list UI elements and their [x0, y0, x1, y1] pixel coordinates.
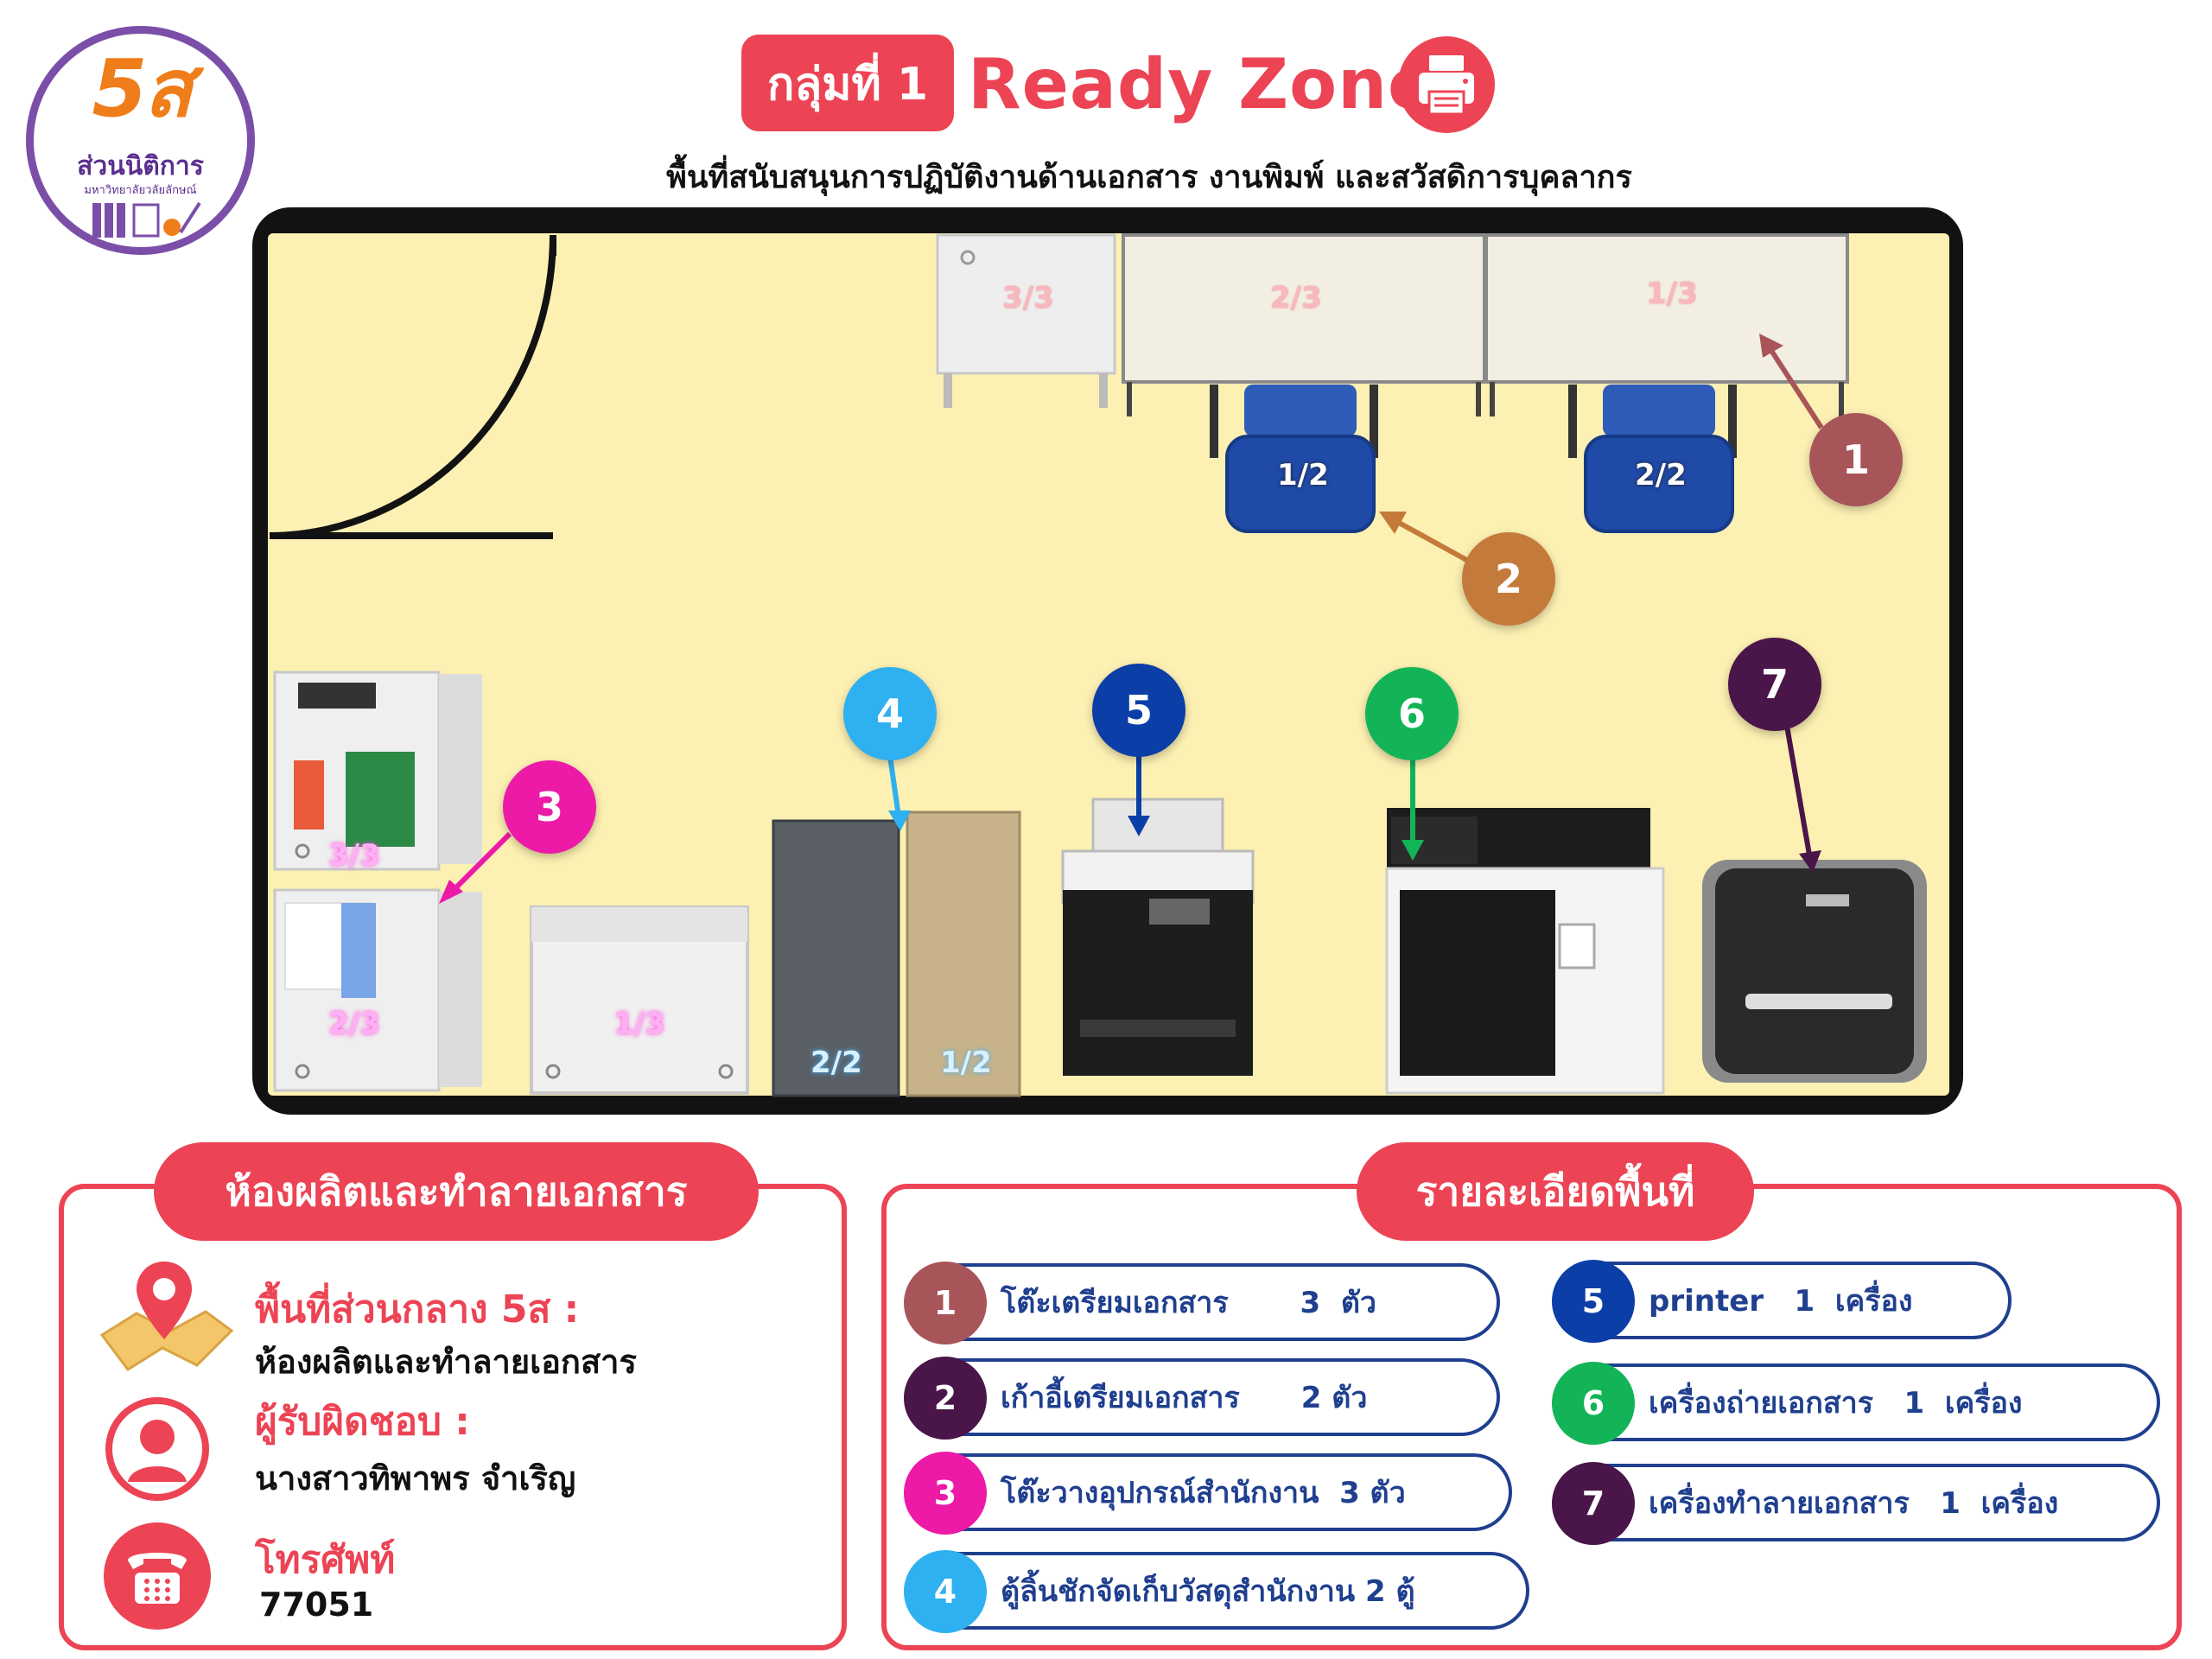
- logo-subtitle: มหาวิทยาลัยวลัยลักษณ์: [84, 184, 197, 197]
- chair-right-label: 2/2: [1635, 458, 1687, 493]
- telephone-icon: [104, 1522, 211, 1630]
- chair-left: [1210, 385, 1378, 533]
- wall-cabinet-bottom-label: 2/3: [328, 1007, 380, 1041]
- detail-item-text: ตู้ลิ้นชักจัดเก็บวัสดุสำนักงาน 2 ตู้: [1001, 1574, 1415, 1609]
- group-tag: กลุ่มที่ 1: [741, 35, 954, 131]
- drawer-unit-light: [906, 810, 1021, 1097]
- location-value: ห้องผลิตและทำลายเอกสาร: [255, 1343, 637, 1381]
- door-swing: [269, 234, 556, 539]
- detail-item: 7 เครื่องทำลายเอกสาร 1 เครื่อง: [1552, 1462, 2160, 1545]
- detail-item-number: 4: [904, 1550, 987, 1633]
- map-pin-icon: [99, 1262, 234, 1372]
- detail-item-number: 2: [904, 1357, 987, 1440]
- details-header: รายละเอียดพื้นที่: [1357, 1142, 1754, 1241]
- room-info-header: ห้องผลิตและทำลายเอกสาร: [154, 1142, 759, 1241]
- detail-item-number: 6: [1552, 1362, 1635, 1445]
- drawer-light-label: 1/2: [940, 1046, 992, 1080]
- detail-item: 4 ตู้ลิ้นชักจัดเก็บวัสดุสำนักงาน 2 ตู้: [904, 1550, 1529, 1633]
- detail-item: 3 โต๊ะวางอุปกรณ์สำนักงาน 3 ตัว: [904, 1452, 1512, 1535]
- desk-right: [1484, 233, 1849, 416]
- chair-left-label: 1/2: [1277, 458, 1329, 493]
- badge-6: 6: [1365, 667, 1459, 760]
- binders-icon: [92, 201, 201, 238]
- detail-item-text: โต๊ะเตรียมเอกสาร 3 ตัว: [1001, 1286, 1376, 1320]
- detail-item-text: printer 1 เครื่อง: [1649, 1284, 1913, 1319]
- phone-label: โทรศัพท์: [255, 1538, 396, 1582]
- box-cabinet: [530, 906, 749, 1095]
- chair-right: [1568, 385, 1737, 533]
- copier: [1385, 808, 1665, 1095]
- detail-item-text: เครื่องถ่ายเอกสาร 1 เครื่อง: [1649, 1386, 2023, 1421]
- zone-title: Ready Zone: [968, 43, 1436, 124]
- printer: [1061, 798, 1255, 1076]
- badge-4: 4: [843, 667, 937, 760]
- logo-name: ส่วนนิติการ: [77, 151, 204, 181]
- phone-value: 77051: [259, 1586, 374, 1624]
- top-cabinet: [936, 233, 1116, 408]
- detail-item-number: 7: [1552, 1462, 1635, 1545]
- owner-label: ผู้รับผิดชอบ :: [255, 1400, 470, 1444]
- detail-item-number: 1: [904, 1262, 987, 1344]
- zone-subtitle: พื้นที่สนับสนุนการปฏิบัติงานด้านเอกสาร ง…: [666, 160, 1632, 195]
- detail-item-text: เครื่องทำลายเอกสาร 1 เครื่อง: [1649, 1486, 2059, 1521]
- detail-item-text: โต๊ะวางอุปกรณ์สำนักงาน 3 ตัว: [1001, 1476, 1406, 1510]
- shredder: [1702, 860, 1927, 1083]
- desk-mid-label: 2/3: [1270, 281, 1322, 315]
- detail-item-number: 5: [1552, 1260, 1635, 1343]
- desk-right-label: 1/3: [1646, 276, 1698, 311]
- detail-item: 1 โต๊ะเตรียมเอกสาร 3 ตัว: [904, 1262, 1500, 1344]
- box-cabinet-label: 1/3: [613, 1007, 665, 1041]
- detail-item-number: 3: [904, 1452, 987, 1535]
- logo: 5ส ส่วนนิติการ มหาวิทยาลัยวลัยลักษณ์: [26, 26, 255, 255]
- badge-2: 2: [1462, 532, 1555, 626]
- badge-7: 7: [1728, 638, 1821, 731]
- desk-mid: [1122, 233, 1486, 416]
- drawer-unit-dark: [772, 819, 900, 1097]
- location-label: พื้นที่ส่วนกลาง 5ส :: [255, 1287, 580, 1332]
- person-icon: [105, 1397, 209, 1501]
- badge-3: 3: [503, 760, 596, 854]
- drawer-dark-label: 2/2: [810, 1046, 862, 1080]
- detail-item-text: เก้าอี้เตรียมเอกสาร 2 ตัว: [1001, 1381, 1368, 1415]
- detail-item: 2 เก้าอี้เตรียมเอกสาร 2 ตัว: [904, 1357, 1500, 1440]
- wall-cabinet-bottom: [273, 888, 482, 1092]
- detail-item: 6 เครื่องถ่ายเอกสาร 1 เครื่อง: [1552, 1362, 2160, 1445]
- owner-value: นางสาวทิพาพร จำเริญ: [255, 1459, 576, 1497]
- badge-1: 1: [1809, 413, 1903, 506]
- badge-5: 5: [1092, 664, 1185, 757]
- cabinet-top-label: 3/3: [1002, 281, 1054, 315]
- wall-cabinet-top-label: 3/3: [328, 838, 380, 873]
- wall-cabinet-top: [273, 671, 482, 871]
- printer-icon: [1398, 36, 1495, 133]
- detail-item: 5 printer 1 เครื่อง: [1552, 1260, 2012, 1343]
- logo-mark: 5ส: [92, 42, 192, 135]
